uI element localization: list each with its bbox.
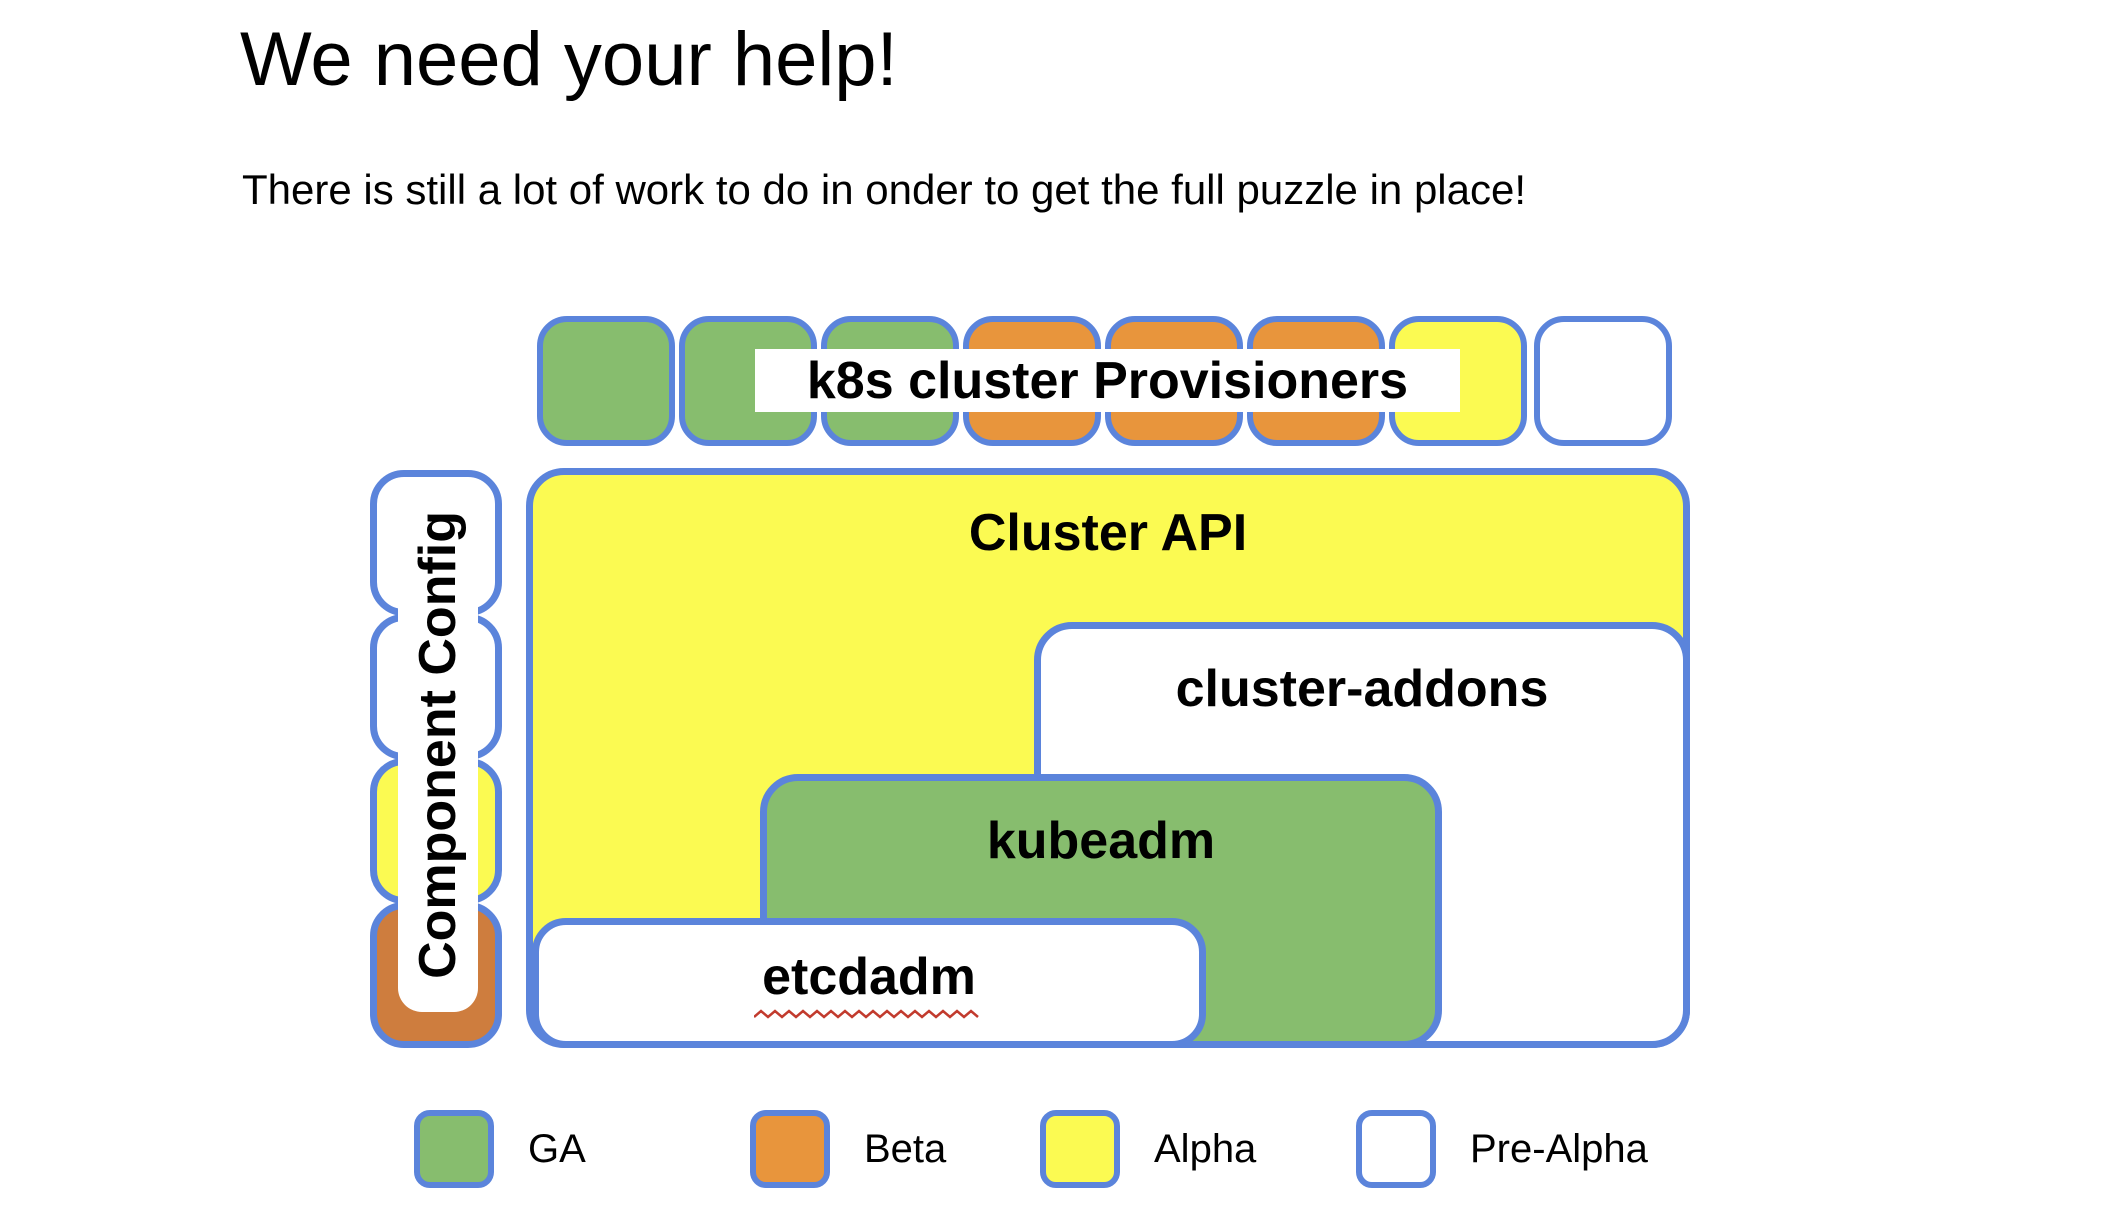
provisioners-label: k8s cluster Provisioners [755,349,1460,412]
provisioner-square [537,316,675,446]
legend-swatch-beta [750,1110,830,1188]
page-title: We need your help! [240,17,898,102]
legend-swatch-alpha [1040,1110,1120,1188]
spellcheck-underline [754,1009,979,1019]
legend-label-ga: GA [528,1126,586,1171]
page-subtitle: There is still a lot of work to do in on… [242,166,1527,213]
legend-swatch-pre-alpha [1356,1110,1436,1188]
component-config-label-text: Component Config [409,511,467,979]
legend-swatch-ga [414,1110,494,1188]
legend-label-beta: Beta [864,1126,947,1171]
etcdadm-label: etcdadm [762,948,976,1006]
legend-item-pre-alpha: Pre-Alpha [1356,1110,1648,1188]
legend-item-ga: GA [414,1110,586,1188]
cluster-addons-label: cluster-addons [1175,660,1549,718]
provisioner-square [1534,316,1672,446]
component-config-label: Component Config [398,478,478,1012]
kubeadm-label: kubeadm [986,812,1216,870]
etcdadm-box: etcdadm [532,918,1206,1048]
cluster-api-label: Cluster API [968,504,1248,562]
legend-item-beta: Beta [750,1110,946,1188]
legend-label-alpha: Alpha [1154,1126,1257,1171]
legend-label-pre-alpha: Pre-Alpha [1470,1126,1648,1171]
legend-item-alpha: Alpha [1040,1110,1256,1188]
